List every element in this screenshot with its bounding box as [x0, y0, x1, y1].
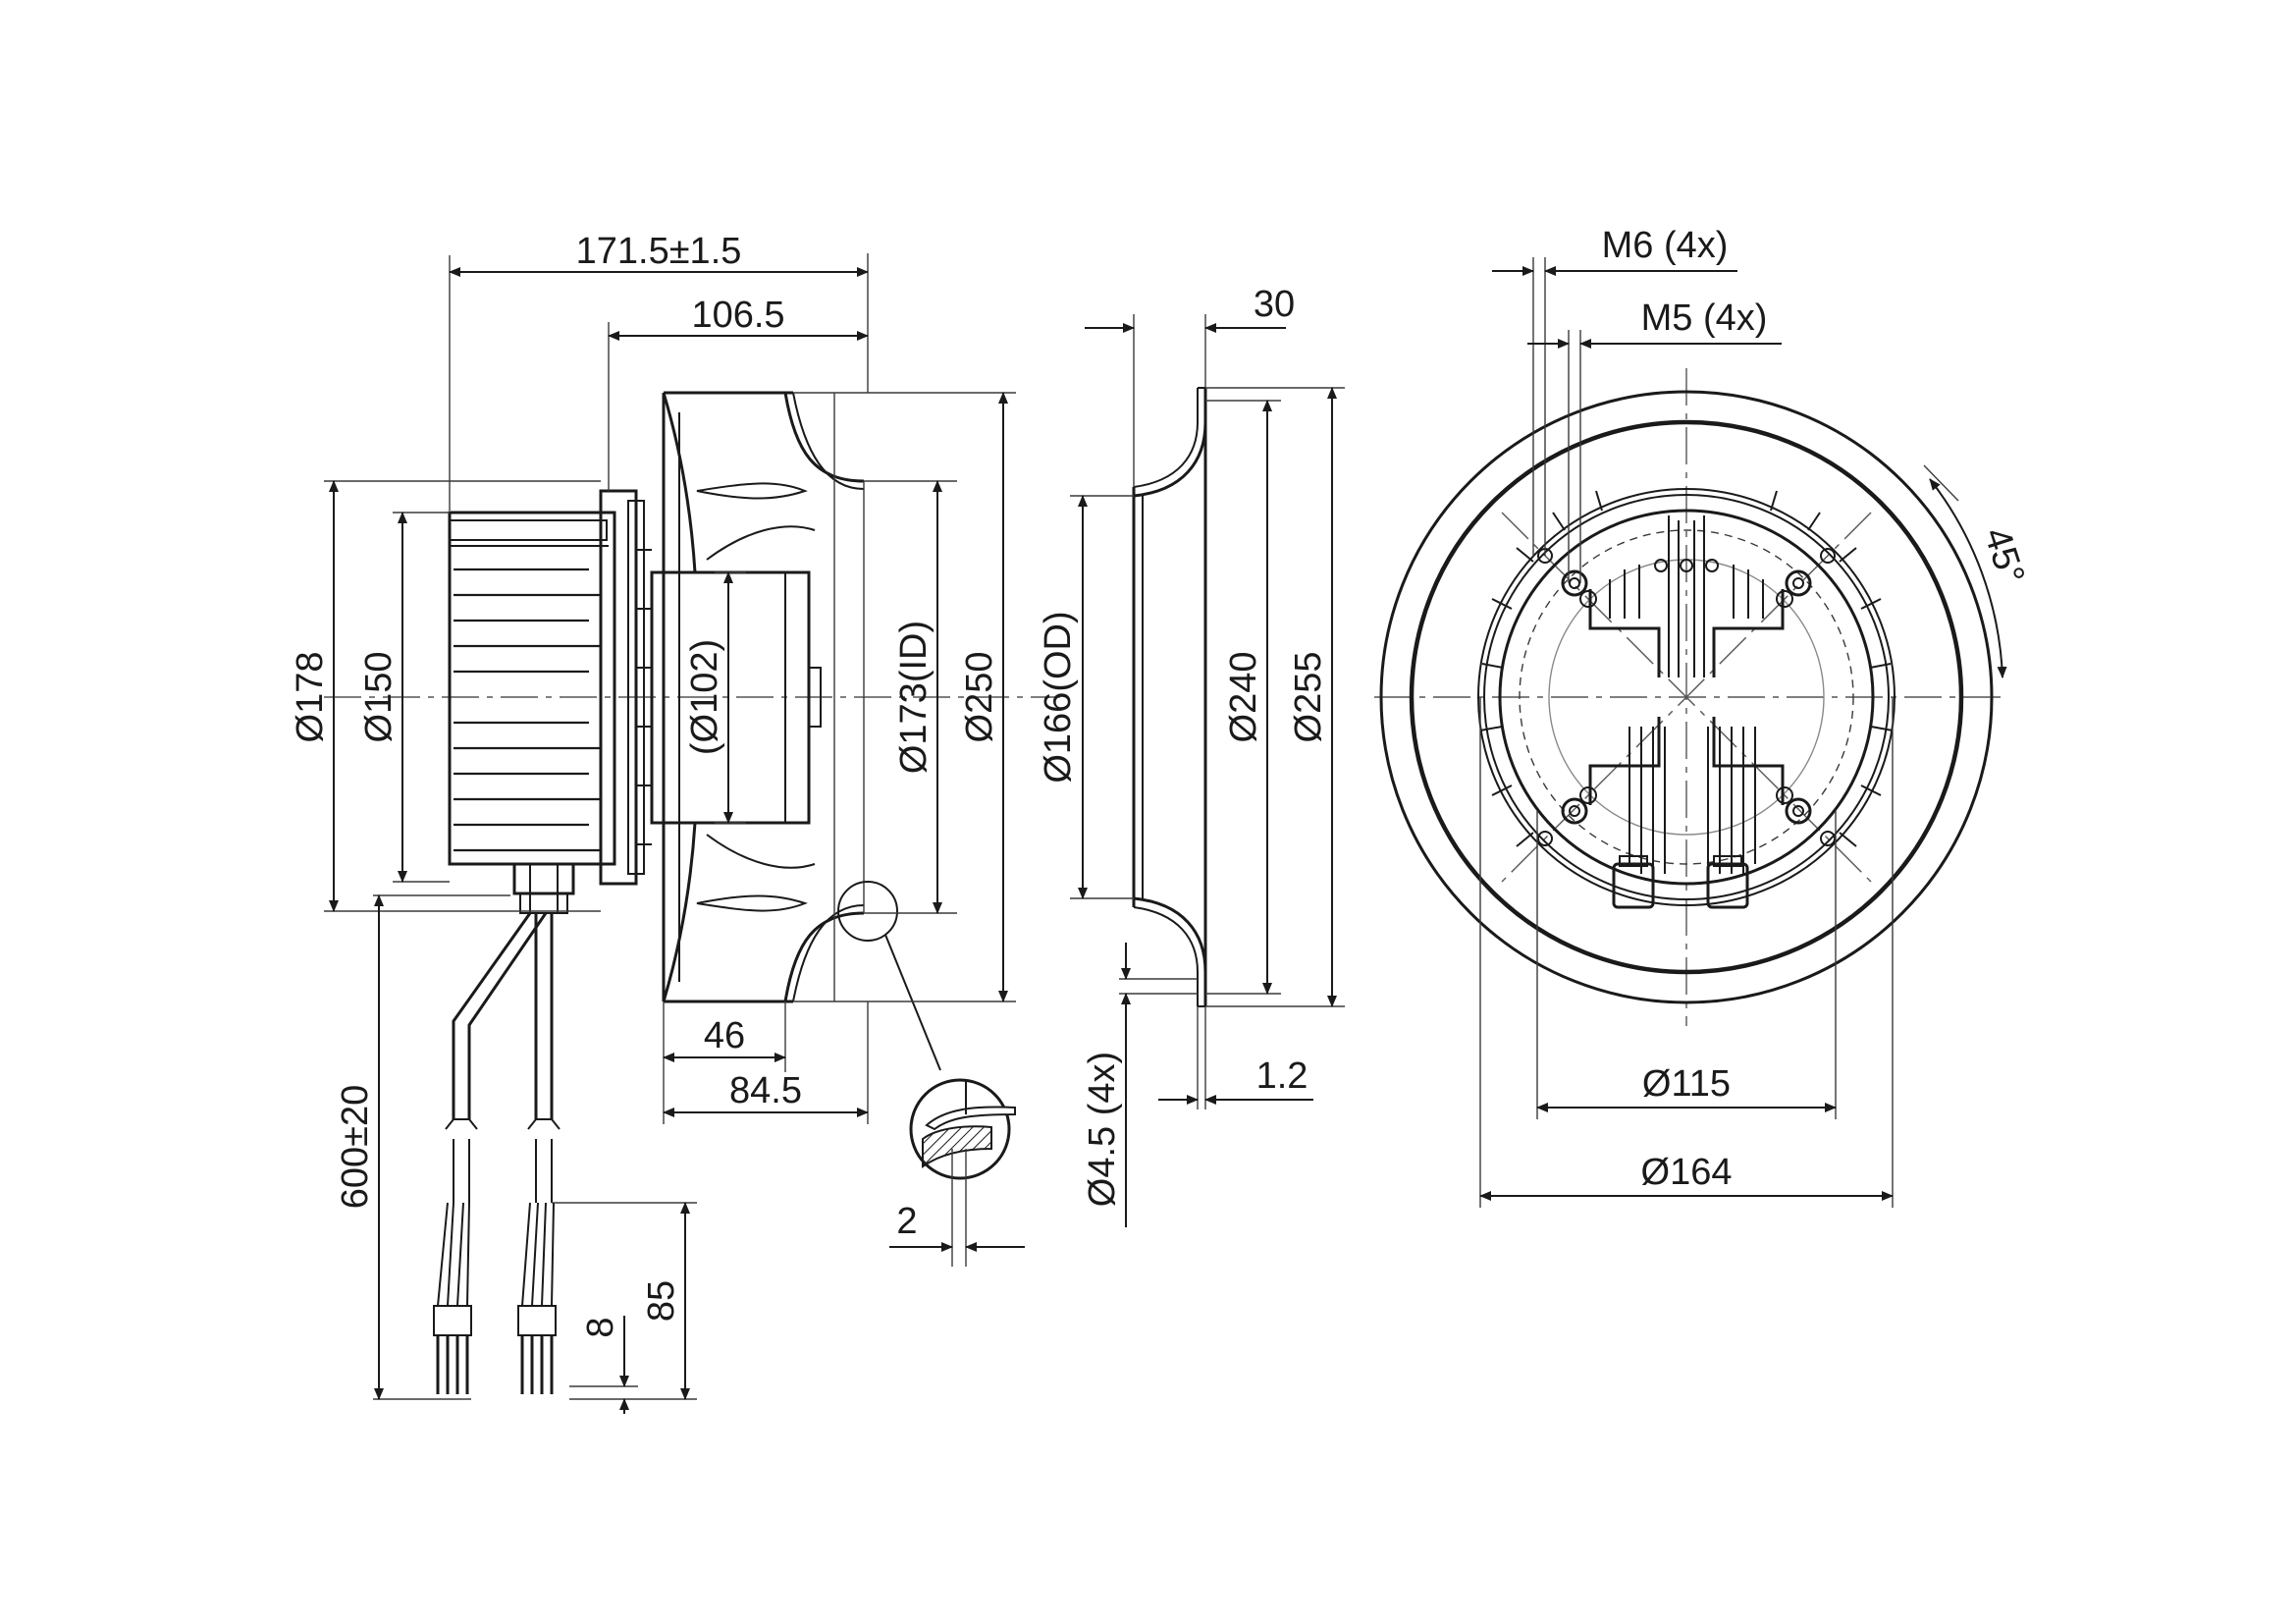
bolt-circle-inner-label: Ø115 [1642, 1063, 1731, 1105]
wall-thickness-label: 2 [896, 1201, 917, 1242]
detail-view: 2 [889, 1078, 1025, 1267]
screw-bottom-left [1561, 797, 1588, 825]
motor-housing [448, 489, 652, 886]
front-view: M6 (4x) M5 (4x) 45° Ø115 Ø164 [1374, 225, 2032, 1208]
motor-cooling-fins [454, 568, 601, 852]
screw-top-left [1561, 569, 1588, 597]
vane-ticks [1479, 490, 1894, 847]
wire-strip-length-label: 85 [641, 1280, 682, 1322]
mounting-screws [1537, 548, 1836, 846]
inlet-ring-view: 30 Ø166(OD) Ø240 Ø255 Ø4.5 (4x) 1.2 [1038, 284, 1345, 1227]
detail-marker-circle [837, 881, 898, 942]
hole-m5-top-left [1579, 590, 1597, 608]
ring-overall-diameter-label: Ø255 [1288, 652, 1329, 743]
screw-top-right [1785, 569, 1812, 597]
side-dimension-lines [329, 267, 1008, 1414]
flange-thickness-label: 1.2 [1256, 1055, 1308, 1097]
mounting-hole-label: Ø4.5 (4x) [1082, 1052, 1123, 1207]
bolt-circle-outer-label: Ø164 [1641, 1152, 1733, 1193]
cables [433, 912, 561, 1394]
motor-fin-diameter-label: Ø150 [358, 652, 400, 743]
hole-m5-top-right [1776, 590, 1793, 608]
detail-circle [909, 1078, 1011, 1180]
blade-inlet-depth-label: 46 [704, 1015, 745, 1056]
hole-m6-bottom-left [1537, 831, 1553, 846]
hole-m5-bottom-left [1579, 786, 1597, 804]
thread-outer-label: M6 (4x) [1602, 225, 1729, 266]
side-view: 171.5±1.5 106.5 Ø178 Ø150 (Ø102) Ø173(ID… [290, 231, 1060, 1414]
ring-flange-diameter-label: Ø240 [1223, 652, 1264, 743]
motor-back-plate [1588, 515, 1785, 909]
outer-ring [1379, 390, 1994, 1004]
impeller [662, 391, 865, 1003]
overall-length-label: 171.5±1.5 [576, 231, 742, 272]
impeller-outer-diameter-label: Ø250 [959, 652, 1000, 743]
thread-inner-label: M5 (4x) [1641, 298, 1768, 339]
rotor-length-label: 106.5 [691, 295, 784, 336]
impeller-depth-label: 84.5 [729, 1070, 802, 1111]
inlet-inner-diameter-label: Ø173(ID) [893, 621, 934, 774]
ring-flange [1409, 419, 1964, 975]
ring-depth-label: 30 [1254, 284, 1295, 325]
hole-m6-top-right [1820, 548, 1836, 564]
hole-m6-bottom-right [1820, 831, 1836, 846]
screw-bottom-right [1785, 797, 1812, 825]
cable-gland [512, 862, 575, 914]
cable-length-label: 600±20 [335, 1085, 376, 1210]
wire-end-length-label: 8 [580, 1317, 621, 1337]
inlet-ring [1132, 387, 1207, 1007]
hole-m5-bottom-right [1776, 786, 1793, 804]
ring-outer-diameter-label: Ø166(OD) [1038, 611, 1079, 783]
motor-housing-diameter-label: Ø178 [290, 652, 331, 743]
hub-diameter-label: (Ø102) [684, 639, 725, 755]
